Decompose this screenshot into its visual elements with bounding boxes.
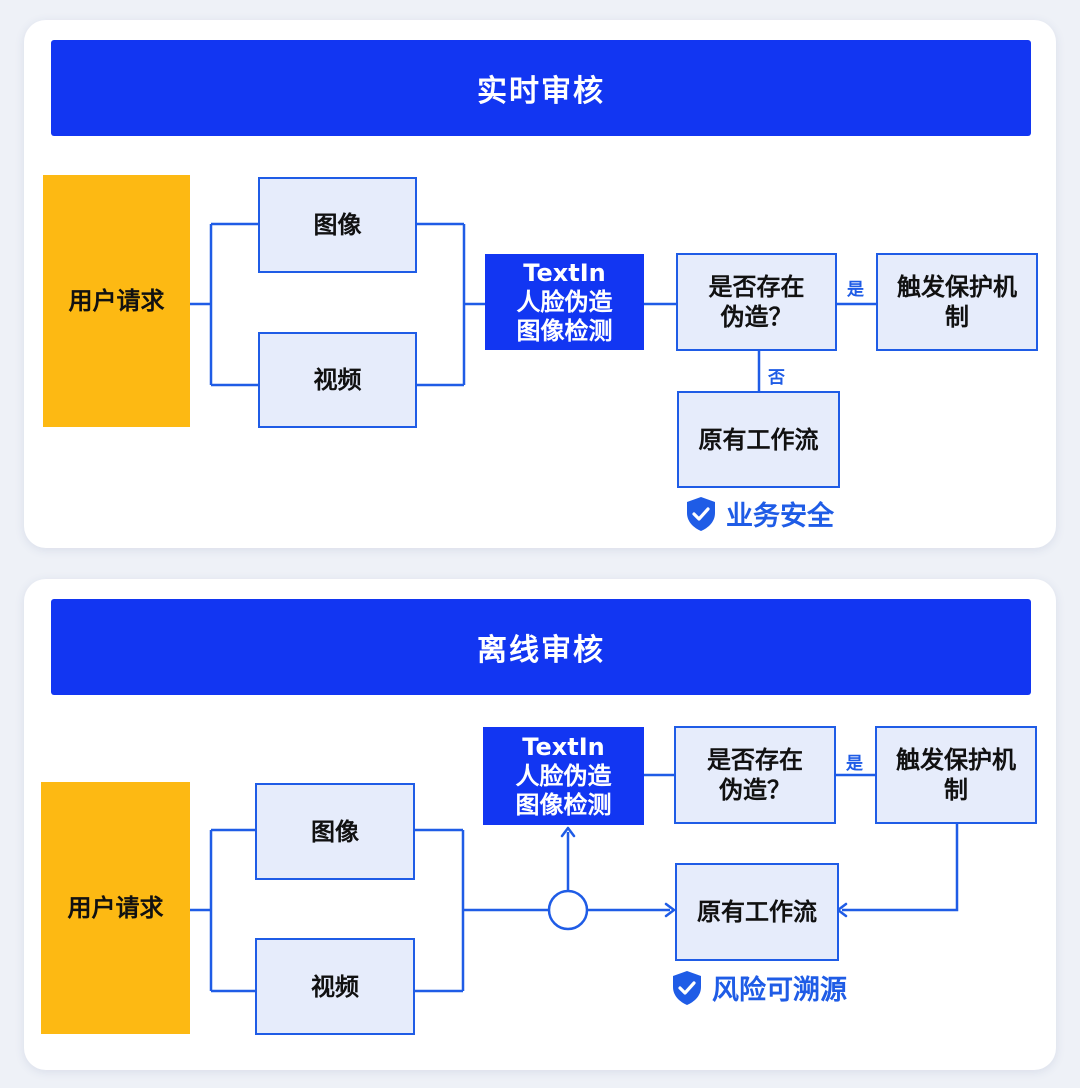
arrowhead-to-detector [560,826,576,838]
forgery-decision-node: 是否存在 伪造？ [676,253,837,351]
shield-check-icon [673,970,701,1005]
protect-line-1: 触发保护机 [896,746,1016,774]
connector-request-split [190,222,258,387]
offline-connectors [190,773,959,993]
branch-hub-node [547,889,589,931]
badge-text: 风险可溯源 [712,975,847,1006]
badge-text: 业务安全 [726,501,834,532]
protect-line-2: 制 [944,776,968,804]
yes-label: 是 [846,754,863,774]
image-node: 图像 [255,783,415,880]
connector-merge-to-detector [417,222,485,387]
textin-detector-node: TextIn 人脸伪造 图像检测 [485,254,644,350]
risk-traceable-badge: 风险可溯源 [670,968,847,1007]
yes-label: 是 [847,280,864,300]
detector-line-3: 图像检测 [515,790,612,819]
connector-protect-to-workflow [842,824,959,912]
realtime-review-title: 实时审核 [51,40,1031,136]
offline-review-title: 离线审核 [51,599,1031,695]
detector-line-3: 图像检测 [516,316,613,345]
decision-line-1: 是否存在 [708,273,805,301]
detector-line-2: 人脸伪造 [516,287,613,316]
protect-line-2: 制 [945,303,969,331]
trigger-protection-node: 触发保护机 制 [875,726,1037,824]
original-workflow-node: 原有工作流 [677,391,840,488]
connector-merge [415,828,549,993]
textin-detector-node: TextIn 人脸伪造 图像检测 [483,727,644,825]
detector-line-1: TextIn [523,258,606,287]
realtime-connectors [190,222,876,391]
decision-line-1: 是否存在 [707,746,803,774]
forgery-decision-node: 是否存在 伪造？ [674,726,836,824]
business-security-badge: 业务安全 [684,494,834,533]
trigger-protection-node: 触发保护机 制 [876,253,1038,351]
protect-line-1: 触发保护机 [897,273,1017,301]
realtime-review-panel: 实时审核 用户请求 图像 视频 TextIn 人脸伪造 图像检测 是否存在 伪造… [24,20,1056,548]
offline-review-panel: 离线审核 用户请求 图像 视频 TextIn 人脸伪造 图像检测 是否存在 伪造… [24,579,1056,1070]
connector-request-split [190,828,255,993]
decision-line-2: 伪造？ [720,303,793,331]
shield-check-icon [687,496,715,531]
original-workflow-node: 原有工作流 [675,863,839,961]
video-node: 视频 [255,938,415,1035]
user-request-node: 用户请求 [41,782,190,1034]
user-request-node: 用户请求 [43,175,190,427]
detector-line-2: 人脸伪造 [515,761,612,790]
arrowhead-to-workflow [664,902,676,918]
decision-line-2: 伪造？ [719,776,791,804]
image-node: 图像 [258,177,417,273]
no-label: 否 [768,368,785,388]
detector-line-1: TextIn [522,732,605,761]
video-node: 视频 [258,332,417,428]
